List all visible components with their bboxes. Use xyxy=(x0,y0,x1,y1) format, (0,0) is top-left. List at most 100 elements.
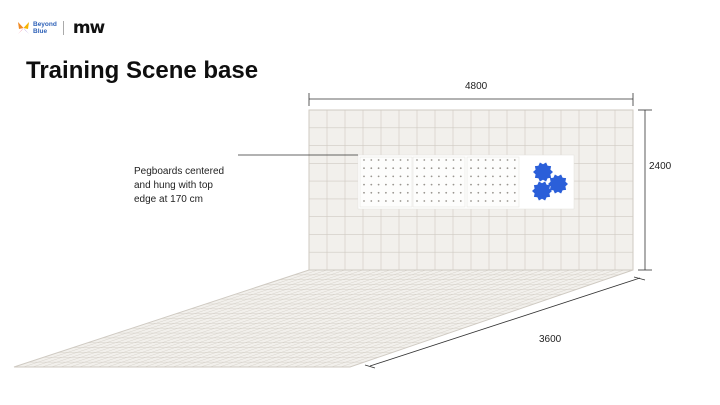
peg-hole xyxy=(445,183,448,186)
peg-hole xyxy=(406,175,409,178)
peg-hole xyxy=(392,159,395,161)
peg-hole xyxy=(484,159,487,161)
peg-hole xyxy=(438,175,440,178)
note-line: edge at 170 cm xyxy=(134,194,203,205)
peg-hole xyxy=(484,167,487,170)
gear-icon xyxy=(532,181,552,201)
peg-hole xyxy=(445,167,448,170)
peg-hole xyxy=(499,167,502,170)
peg-hole xyxy=(423,159,426,161)
peg-hole xyxy=(492,191,494,194)
peg-hole xyxy=(459,175,462,178)
peg-hole xyxy=(513,167,516,170)
peg-hole xyxy=(385,200,387,202)
peg-hole xyxy=(363,191,365,194)
height-dimension-label: 2400 xyxy=(649,161,672,172)
peg-hole xyxy=(423,183,426,186)
pegboard-note: Pegboards centered and hung with top edg… xyxy=(134,165,264,207)
page-title: Training Scene base xyxy=(26,57,259,84)
pegboard xyxy=(466,156,520,208)
peg-hole xyxy=(385,183,387,186)
peg-hole xyxy=(513,159,516,161)
peg-hole xyxy=(470,175,472,178)
peg-hole xyxy=(399,167,402,170)
peg-hole xyxy=(416,167,418,170)
peg-hole xyxy=(370,200,373,202)
peg-hole xyxy=(423,191,426,194)
peg-hole xyxy=(477,167,480,170)
peg-hole xyxy=(363,183,365,186)
peg-hole xyxy=(377,175,380,178)
width-dimension-label: 4800 xyxy=(465,81,488,92)
note-line: Pegboards centered xyxy=(134,166,225,177)
peg-hole xyxy=(506,200,509,202)
depth-dimension-tick xyxy=(633,276,646,281)
peg-hole xyxy=(499,191,502,194)
peg-hole xyxy=(416,191,418,194)
peg-hole xyxy=(484,183,487,186)
peg-hole xyxy=(470,191,472,194)
beyond-blue-logo: Beyond Blue xyxy=(17,21,57,35)
peg-hole xyxy=(385,175,387,178)
peg-hole xyxy=(513,200,516,202)
gear-icon xyxy=(548,174,568,194)
peg-hole xyxy=(438,200,440,202)
peg-hole xyxy=(499,183,502,186)
peg-hole xyxy=(406,191,409,194)
header: Beyond Blue mw xyxy=(17,14,105,42)
peg-hole xyxy=(459,159,462,161)
peg-hole xyxy=(423,200,426,202)
peg-hole xyxy=(438,183,440,186)
pegboard xyxy=(359,156,413,208)
peg-hole xyxy=(506,183,509,186)
peg-hole xyxy=(392,183,395,186)
peg-hole xyxy=(477,200,480,202)
peg-hole xyxy=(406,167,409,170)
dimension-lines xyxy=(238,93,652,369)
peg-hole xyxy=(513,191,516,194)
peg-hole xyxy=(406,183,409,186)
peg-hole xyxy=(423,167,426,170)
peg-hole xyxy=(499,200,502,202)
peg-hole xyxy=(392,200,395,202)
peg-hole xyxy=(452,167,455,170)
peg-hole xyxy=(430,159,433,161)
peg-hole xyxy=(370,191,373,194)
peg-hole xyxy=(492,167,494,170)
peg-hole xyxy=(499,159,502,161)
peg-hole xyxy=(430,200,433,202)
peg-hole xyxy=(470,183,472,186)
depth-dimension-label: 3600 xyxy=(539,334,562,345)
peg-hole xyxy=(385,167,387,170)
peg-hole xyxy=(506,191,509,194)
peg-hole xyxy=(399,175,402,178)
peg-hole xyxy=(484,200,487,202)
peg-hole xyxy=(470,159,472,161)
peg-hole xyxy=(430,191,433,194)
gear-group xyxy=(532,162,568,201)
peg-hole xyxy=(484,191,487,194)
butterfly-icon xyxy=(18,22,29,34)
peg-hole xyxy=(470,200,472,202)
mw-logo: mw xyxy=(72,18,105,38)
peg-hole xyxy=(459,167,462,170)
peg-hole xyxy=(445,200,448,202)
peg-hole xyxy=(385,191,387,194)
peg-hole xyxy=(370,175,373,178)
beyond-blue-text: Beyond Blue xyxy=(33,21,57,35)
peg-hole xyxy=(392,175,395,178)
peg-hole xyxy=(452,159,455,161)
depth-dimension-tick xyxy=(364,364,376,369)
peg-hole xyxy=(506,159,509,161)
peg-hole xyxy=(452,183,455,186)
peg-hole xyxy=(406,200,409,202)
peg-hole xyxy=(513,175,516,178)
peg-hole xyxy=(484,175,487,178)
peg-hole xyxy=(392,167,395,170)
note-line: and hung with top xyxy=(134,180,213,191)
peg-hole xyxy=(499,175,502,178)
peg-hole xyxy=(445,191,448,194)
peg-hole xyxy=(377,191,380,194)
peg-hole xyxy=(459,183,462,186)
